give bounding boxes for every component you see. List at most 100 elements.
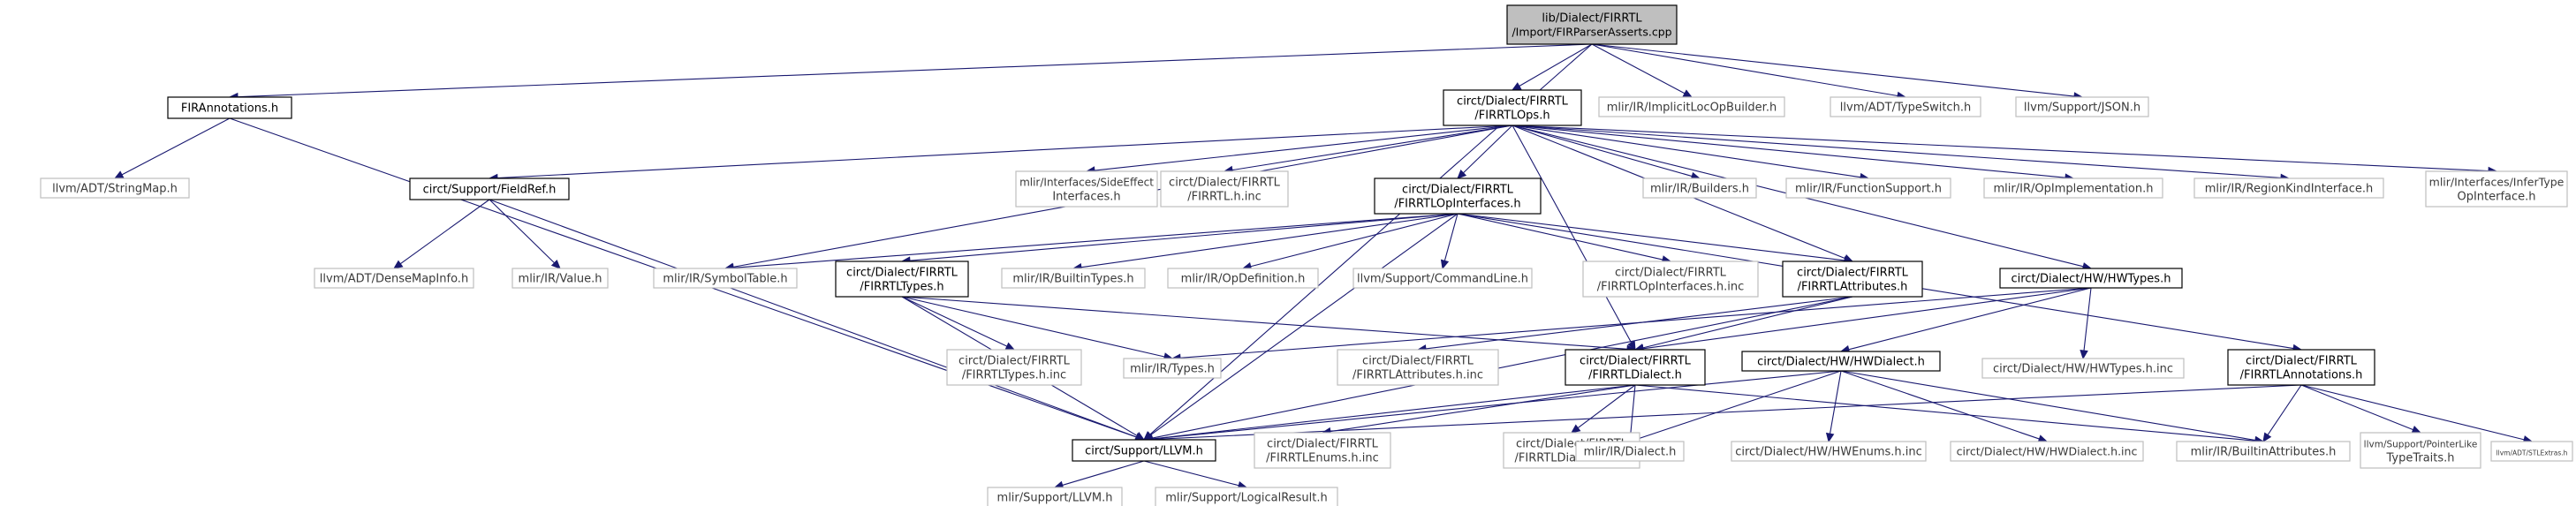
edge-firrtldialect-to-enumsinc <box>1321 384 1636 436</box>
edge-hwdialect-to-hwenumsinc <box>1825 370 1842 443</box>
node-box <box>987 487 1123 506</box>
node-label: FIRAnnotations.h <box>181 102 278 116</box>
edge-line <box>1149 213 1458 436</box>
node-label: circt/Support/FieldRef.h <box>423 184 557 197</box>
node-irdialect[interactable]: mlir/IR/Dialect.h <box>1575 441 1685 462</box>
node-box <box>511 268 609 289</box>
node-label: mlir/IR/ImplicitLocOpBuilder.h <box>1607 102 1777 115</box>
edge-line <box>2300 384 2525 441</box>
node-value[interactable]: mlir/IR/Value.h <box>511 268 609 289</box>
node-irtypes[interactable]: mlir/IR/Types.h <box>1123 358 1222 379</box>
node-functionsupport[interactable]: mlir/IR/FunctionSupport.h <box>1785 177 1951 199</box>
edge-firrtltypes-to-firrtltypesinc <box>901 296 1016 351</box>
node-label: /FIRRTLEnums.h.inc <box>1266 452 1379 465</box>
node-stlextras[interactable]: llvm/ADT/STLExtras.h <box>2490 441 2573 462</box>
node-builtintypes[interactable]: mlir/IR/BuiltinTypes.h <box>1001 268 1146 289</box>
node-hwtypesinc[interactable]: circt/Dialect/HW/HWTypes.h.inc <box>1981 358 2185 379</box>
arrowhead <box>1571 424 1581 434</box>
node-label: circt/Dialect/FIRRTL <box>1457 95 1569 109</box>
edge-firrtlops-to-sideeffect <box>1085 125 1513 175</box>
node-hwdialect[interactable]: circt/Dialect/HW/HWDialect.h <box>1741 351 1941 372</box>
edge-firrtlops-to-firrtldialect <box>1512 125 1636 351</box>
node-enumsinc[interactable]: circt/Dialect/FIRRTL/FIRRTLEnums.h.inc <box>1254 432 1391 469</box>
node-label: llvm/Support/CommandLine.h <box>1357 273 1528 286</box>
node-firannotations[interactable]: FIRAnnotations.h <box>167 96 292 119</box>
node-box <box>1167 268 1319 289</box>
edge-main-to-typeswitch <box>1591 43 1907 101</box>
node-llvmh[interactable]: circt/Support/LLVM.h <box>1072 439 1216 462</box>
node-opinterfacesinc[interactable]: circt/Dialect/FIRRTL/FIRRTLOpInterfaces.… <box>1582 261 1759 298</box>
node-box <box>2360 432 2481 469</box>
node-label: /FIRRTLAttributes.h <box>1798 281 1908 294</box>
node-box <box>1598 96 1785 117</box>
node-box <box>1254 432 1391 469</box>
node-symboltable[interactable]: mlir/IR/SymbolTable.h <box>653 268 798 289</box>
node-firrtlattrs[interactable]: circt/Dialect/FIRRTL/FIRRTLAttributes.h <box>1782 261 1923 298</box>
node-mlirllvm[interactable]: mlir/Support/LLVM.h <box>987 487 1123 506</box>
node-firrtldialect[interactable]: circt/Dialect/FIRRTL/FIRRTLDialect.h <box>1565 349 1706 386</box>
arrowhead <box>2262 432 2272 443</box>
node-box <box>653 268 798 289</box>
edge-line <box>1848 287 2092 351</box>
node-opimpl[interactable]: mlir/IR/OpImplementation.h <box>1983 177 2163 199</box>
edge-line <box>1512 125 1633 344</box>
node-label: circt/Dialect/FIRRTL <box>1402 184 1514 197</box>
node-box <box>1015 170 1158 208</box>
node-hwtypes[interactable]: circt/Dialect/HW/HWTypes.h <box>1999 268 2183 289</box>
node-label: mlir/IR/OpImplementation.h <box>1994 183 2154 196</box>
arrowhead <box>1440 259 1450 270</box>
node-label: circt/Dialect/FIRRTL <box>1169 177 1281 190</box>
edge-line <box>1179 287 2092 359</box>
node-regionkind[interactable]: mlir/IR/RegionKindInterface.h <box>2193 177 2384 199</box>
node-label: mlir/IR/Value.h <box>519 273 602 286</box>
node-label: /FIRRTLAnnotations.h <box>2240 369 2363 382</box>
edge-main-to-json <box>1591 43 2084 101</box>
arrowhead <box>2411 426 2422 434</box>
node-firrtltypes[interactable]: circt/Dialect/FIRRTL/FIRRTLTypes.h <box>835 261 969 298</box>
node-label: circt/Dialect/FIRRTL <box>1362 355 1474 368</box>
node-firrtlannotations[interactable]: circt/Dialect/FIRRTL/FIRRTLAnnotations.h <box>2227 349 2375 386</box>
node-logicalresult[interactable]: mlir/Support/LogicalResult.h <box>1155 487 1338 506</box>
edge-hwdialect-to-builtinattrs <box>1840 370 2265 445</box>
node-firrtlops[interactable]: circt/Dialect/FIRRTL/FIRRTLOps.h <box>1443 89 1582 126</box>
node-stringmap[interactable]: llvm/ADT/StringMap.h <box>40 177 190 199</box>
node-commandline[interactable]: llvm/Support/CommandLine.h <box>1352 268 1533 289</box>
node-builtinattrs[interactable]: mlir/IR/BuiltinAttributes.h <box>2176 441 2351 462</box>
node-label: circt/Dialect/HW/HWEnums.h.inc <box>1735 446 1922 459</box>
node-densemapinfo[interactable]: llvm/ADT/DenseMapInfo.h <box>314 268 474 289</box>
node-label: /FIRRTLOpInterfaces.h.inc <box>1597 281 1745 294</box>
edge-main-to-firrtlops <box>1511 43 1593 91</box>
node-hwdialectinc[interactable]: circt/Dialect/HW/HWDialect.h.inc <box>1950 441 2144 462</box>
node-label: llvm/ADT/TypeSwitch.h <box>1840 102 1971 115</box>
node-box <box>1830 96 1981 117</box>
node-opinterfaces[interactable]: circt/Dialect/FIRRTL/FIRRTLOpInterfaces.… <box>1374 177 1542 215</box>
node-firrtlhinc[interactable]: circt/Dialect/FIRRTL/FIRRTL.h.inc <box>1160 170 1289 208</box>
edge-firrtlattrs-to-firrtlattrsinc <box>1416 296 1853 353</box>
edge-line <box>2267 384 2302 435</box>
edge-line <box>1151 296 1853 439</box>
node-json[interactable]: llvm/Support/JSON.h <box>2015 96 2149 117</box>
edge-line <box>121 117 231 176</box>
edge-firrtlops-to-regionkind <box>1512 125 2291 183</box>
node-box <box>1160 170 1289 208</box>
node-opdefinition[interactable]: mlir/IR/OpDefinition.h <box>1167 268 1319 289</box>
node-fieldref[interactable]: circt/Support/FieldRef.h <box>409 177 570 200</box>
node-box <box>1374 177 1542 215</box>
edge-llvmh-to-logicalresult <box>1143 460 1248 490</box>
node-firrtlattrsinc[interactable]: circt/Dialect/FIRRTL/FIRRTLAttributes.h.… <box>1337 349 1499 386</box>
edge-firrtlattrs-to-firrtldialect <box>1633 296 1853 352</box>
edge-line <box>1250 213 1458 268</box>
node-box <box>1981 358 2185 379</box>
node-builders[interactable]: mlir/IR/Builders.h <box>1642 177 1757 199</box>
node-box <box>1582 261 1759 298</box>
node-typeswitch[interactable]: llvm/ADT/TypeSwitch.h <box>1830 96 1981 117</box>
arrowhead <box>1134 432 1146 441</box>
node-implicitloc[interactable]: mlir/IR/ImplicitLocOpBuilder.h <box>1598 96 1785 117</box>
node-firrtltypesinc[interactable]: circt/Dialect/FIRRTL/FIRRTLTypes.h.inc <box>946 349 1082 386</box>
node-main[interactable]: lib/Dialect/FIRRTL/Import/FIRParserAsser… <box>1506 4 1678 45</box>
node-box <box>1731 441 1927 462</box>
node-hwenumsinc[interactable]: circt/Dialect/HW/HWEnums.h.inc <box>1731 441 1927 462</box>
